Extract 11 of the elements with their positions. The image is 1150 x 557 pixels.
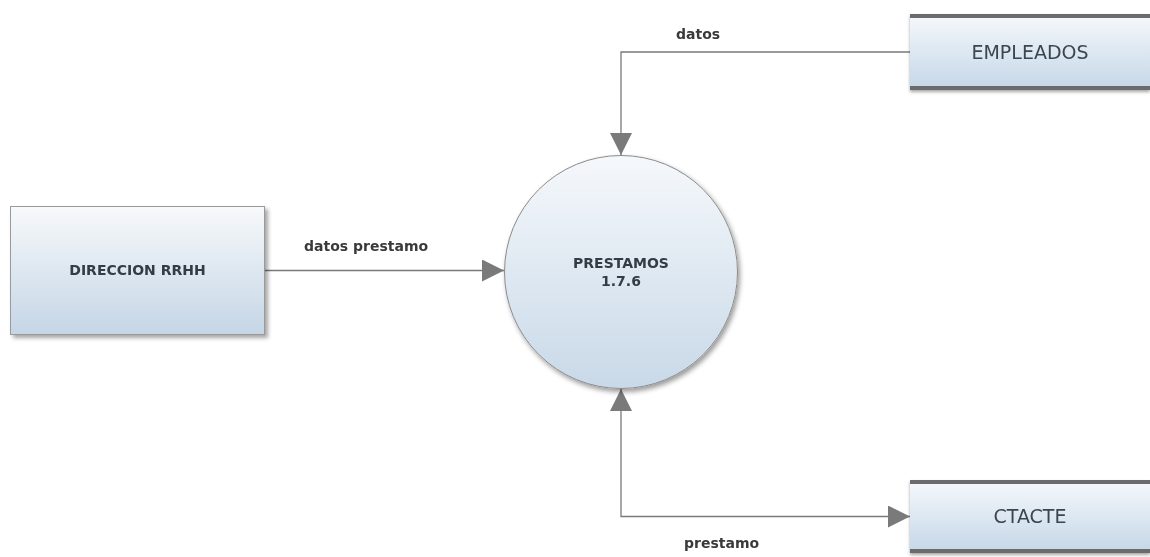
arrow — [610, 388, 911, 528]
node-label: DIRECCION RRHH — [69, 261, 206, 280]
data-store — [910, 14, 1150, 90]
node-label: CTACTE — [993, 504, 1067, 530]
arrow — [610, 51, 911, 156]
external-entity-box — [10, 206, 265, 335]
arrow — [264, 259, 505, 282]
node-label: 1.7.6 — [600, 272, 642, 290]
node-label: EMPLEADOS — [971, 39, 1089, 65]
data-store — [910, 480, 1150, 553]
node-label: PRESTAMOS — [573, 254, 669, 272]
